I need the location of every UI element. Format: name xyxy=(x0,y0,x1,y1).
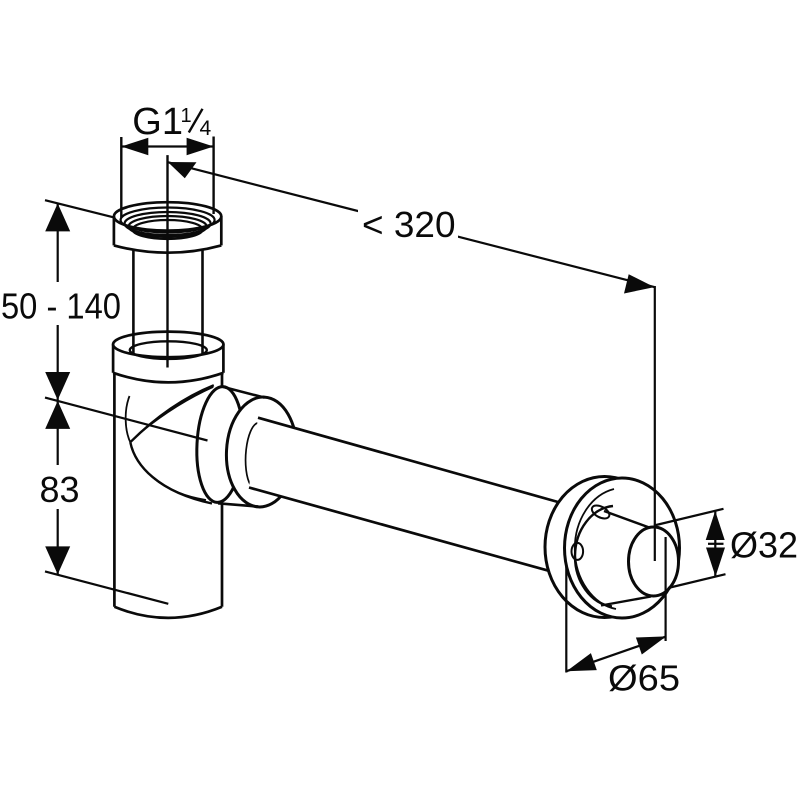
svg-text:Ø32: Ø32 xyxy=(730,525,798,566)
svg-text:Ø65: Ø65 xyxy=(608,658,680,699)
svg-text:< 320: < 320 xyxy=(362,204,456,245)
svg-text:G1: G1 xyxy=(132,101,183,143)
svg-text:83: 83 xyxy=(40,469,80,510)
svg-text:50 - 140: 50 - 140 xyxy=(1,286,121,327)
svg-text:4: 4 xyxy=(200,117,212,140)
svg-text:1: 1 xyxy=(181,105,192,127)
